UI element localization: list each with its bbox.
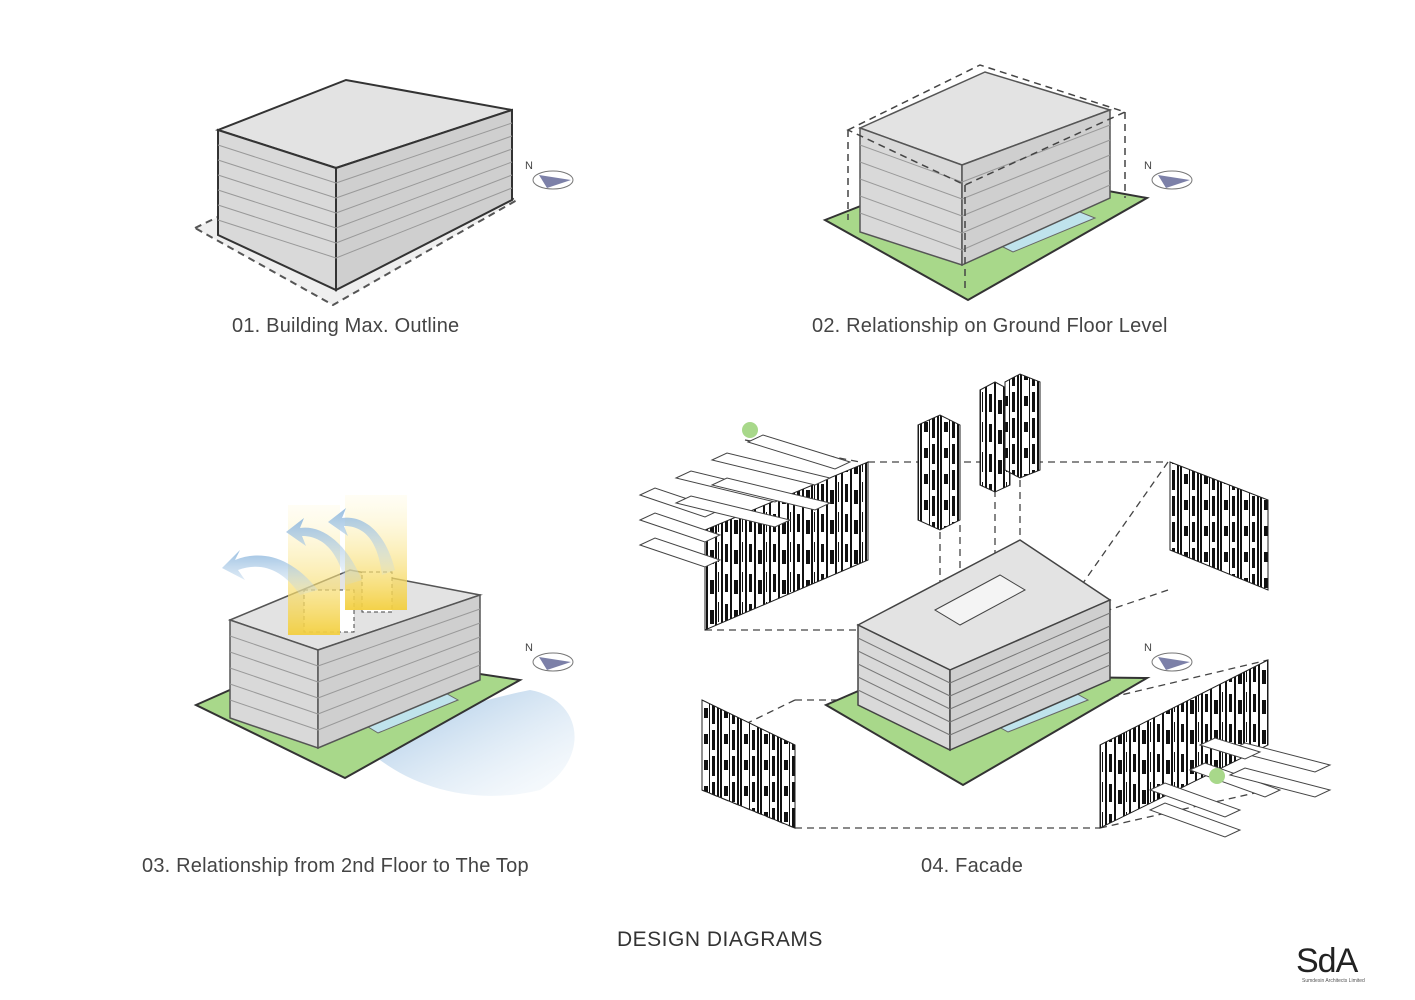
facade-panel-northeast	[1169, 461, 1269, 591]
wind-arrow-icon	[286, 518, 362, 585]
green-marker	[1209, 768, 1225, 784]
page-title: DESIGN DIAGRAMS	[617, 928, 823, 951]
diagram-3-caption: 03. Relationship from 2nd Floor to The T…	[142, 855, 529, 877]
floor-lines	[859, 124, 1111, 251]
diagram-4-caption: 04. Facade	[921, 855, 1024, 877]
building-right-wall	[949, 598, 1111, 752]
facade-panel-southwest	[701, 699, 796, 829]
diagram-1-building-max-outline	[192, 78, 520, 307]
logo-subtitle: Sumdesin Architects Limited	[1302, 978, 1365, 984]
building-right-wall	[961, 108, 1111, 267]
logo-letters: SdA	[1296, 942, 1358, 980]
roof-opening	[933, 574, 1027, 626]
diagram-4-facade	[638, 373, 1332, 838]
north-compass-icon: N	[525, 160, 574, 190]
compass-label: N	[525, 160, 533, 172]
firm-logo: SdA Sumdesin Architects Limited	[1296, 942, 1376, 992]
compass-label: N	[1144, 642, 1152, 654]
floor-lines	[217, 122, 513, 259]
facade-column	[917, 414, 961, 531]
wind-flow-shadow	[370, 690, 575, 796]
green-marker	[742, 422, 758, 438]
building-right-wall	[335, 108, 513, 292]
diagram-3-upper-floors	[193, 495, 575, 796]
wind-arrow-icon	[328, 508, 395, 575]
north-compass-icon: N	[1144, 642, 1193, 672]
floor-lines	[229, 608, 481, 731]
diagram-2-ground-floor	[822, 64, 1150, 302]
compass-label: N	[525, 642, 533, 654]
max-outline-dashed	[846, 64, 1128, 290]
diagram-1-caption: 01. Building Max. Outline	[232, 315, 460, 337]
sunlight-shaft	[345, 495, 407, 610]
north-compass-icon: N	[1144, 160, 1193, 190]
wind-arrow-icon	[222, 550, 318, 595]
facade-column	[979, 381, 1011, 493]
diagram-2-caption: 02. Relationship on Ground Floor Level	[812, 315, 1168, 337]
facade-column	[1004, 373, 1041, 479]
north-compass-icon: N	[525, 642, 574, 672]
building-right-wall	[317, 593, 481, 750]
facade-panel-southeast	[1099, 659, 1269, 829]
structural-frames-left	[638, 434, 852, 568]
compass-label: N	[1144, 160, 1152, 172]
floor-lines	[857, 612, 1111, 736]
